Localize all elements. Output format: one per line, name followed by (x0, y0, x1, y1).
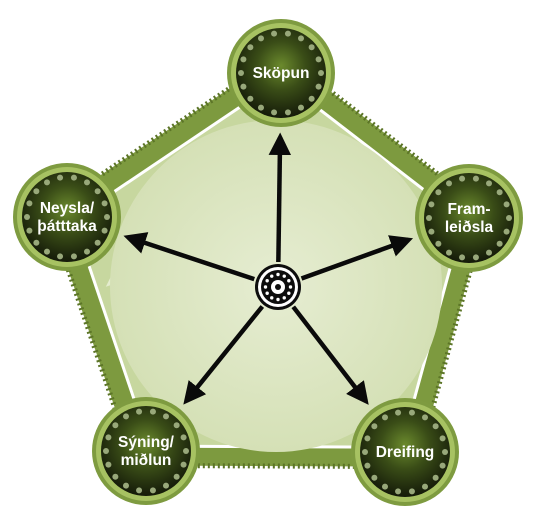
spoke-arrow-dreifing (291, 305, 369, 405)
node-dreifing: Dreifing (351, 398, 459, 506)
node-syning: Sýning/miðlun (92, 397, 200, 505)
node-label-syning: Sýning/ (118, 434, 175, 451)
node-label-syning: miðlun (121, 452, 172, 469)
spoke-arrows (123, 132, 414, 405)
spoke-arrow-framleidsla (300, 235, 414, 281)
node-label-skopun: Sköpun (253, 65, 310, 82)
node-label-framleidsla: Fram- (447, 201, 490, 218)
node-framleidsla: Fram-leiðsla (415, 164, 523, 272)
film-reel-icon (255, 264, 301, 310)
spoke-arrow-skopun (268, 132, 292, 263)
node-label-neysla: Neysla/ (40, 200, 95, 217)
spoke-arrow-syning (183, 305, 265, 405)
node-label-framleidsla: leiðsla (445, 219, 494, 236)
node-label-dreifing: Dreifing (376, 444, 435, 461)
node-neysla: Neysla/þátttaka (13, 163, 121, 271)
spoke-arrow-neysla (123, 232, 255, 282)
node-skopun: Sköpun (227, 19, 335, 127)
node-label-neysla: þátttaka (37, 218, 97, 235)
